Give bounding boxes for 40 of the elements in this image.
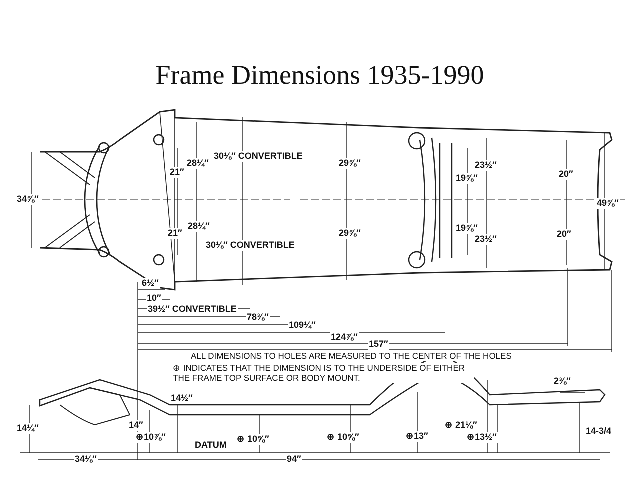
dimension-label: 21″: [167, 228, 184, 239]
dimension-label: 124⅞″: [330, 332, 359, 343]
dimension-label: ⊕13½″: [466, 432, 498, 443]
dimension-label: 10″: [146, 293, 162, 304]
dimension-label: ⊕13″: [405, 431, 430, 442]
dimension-label: 29⅝″: [338, 228, 362, 239]
dimension-label: 2⅜″: [553, 376, 572, 387]
dimension-label: 14½″: [170, 393, 194, 404]
note-text: ⊕ INDICATES THAT THE DIMENSION IS TO THE UNDERSIDE OF EITHER THE FRAME TOP SURFACE OR BODY MOUNT.: [172, 363, 474, 383]
dimension-label: 30⅛″ CONVERTIBLE: [205, 240, 296, 251]
note-text: ALL DIMENSIONS TO HOLES ARE MEASURED TO THE CENTER OF THE HOLES: [190, 351, 513, 361]
dimension-label: 19⅝″: [455, 173, 479, 184]
dimension-label: 94″: [286, 454, 302, 465]
dimension-label: 157″: [368, 339, 390, 350]
dimension-label: 21″: [169, 167, 186, 178]
dimension-label: 30⅛″ CONVERTIBLE: [213, 151, 304, 162]
dimension-label: 39½″ CONVERTIBLE: [147, 304, 238, 315]
dimension-label: DATUM: [194, 440, 228, 451]
dimension-label: 49⅝″: [596, 198, 620, 209]
dimension-label: ⊕ 10⅝″: [236, 434, 270, 445]
dimension-label: 28¼″: [186, 158, 210, 169]
dimension-label: 28¼″: [187, 221, 211, 232]
title: Frame Dimensions 1935-1990: [154, 60, 486, 91]
dimension-label: 34⅝″: [16, 194, 40, 205]
dimension-label: ⊕ 21⅛″: [444, 420, 478, 431]
dimension-label: 23½″: [474, 234, 498, 245]
dimension-label: ⊕10⅞″: [135, 432, 167, 443]
dimension-label: ⊕ 10⅝″: [326, 432, 360, 443]
dimension-label: 14-3/4: [585, 426, 613, 437]
dimension-label: 29⅝″: [338, 158, 362, 169]
dimension-label: 14¼″: [16, 423, 40, 434]
dimension-label: 20″: [558, 169, 574, 180]
dimension-label: 78⅜″: [246, 312, 270, 323]
dimension-label: 14″: [128, 420, 144, 431]
dimension-label: 109¼″: [288, 320, 317, 331]
dimension-label: 6½″: [141, 278, 160, 289]
dimension-label: 19⅝″: [455, 223, 479, 234]
dimension-label: 23½″: [474, 160, 498, 171]
dimension-label: 34⅛″: [74, 454, 98, 465]
dimension-label: 20″: [556, 229, 572, 240]
